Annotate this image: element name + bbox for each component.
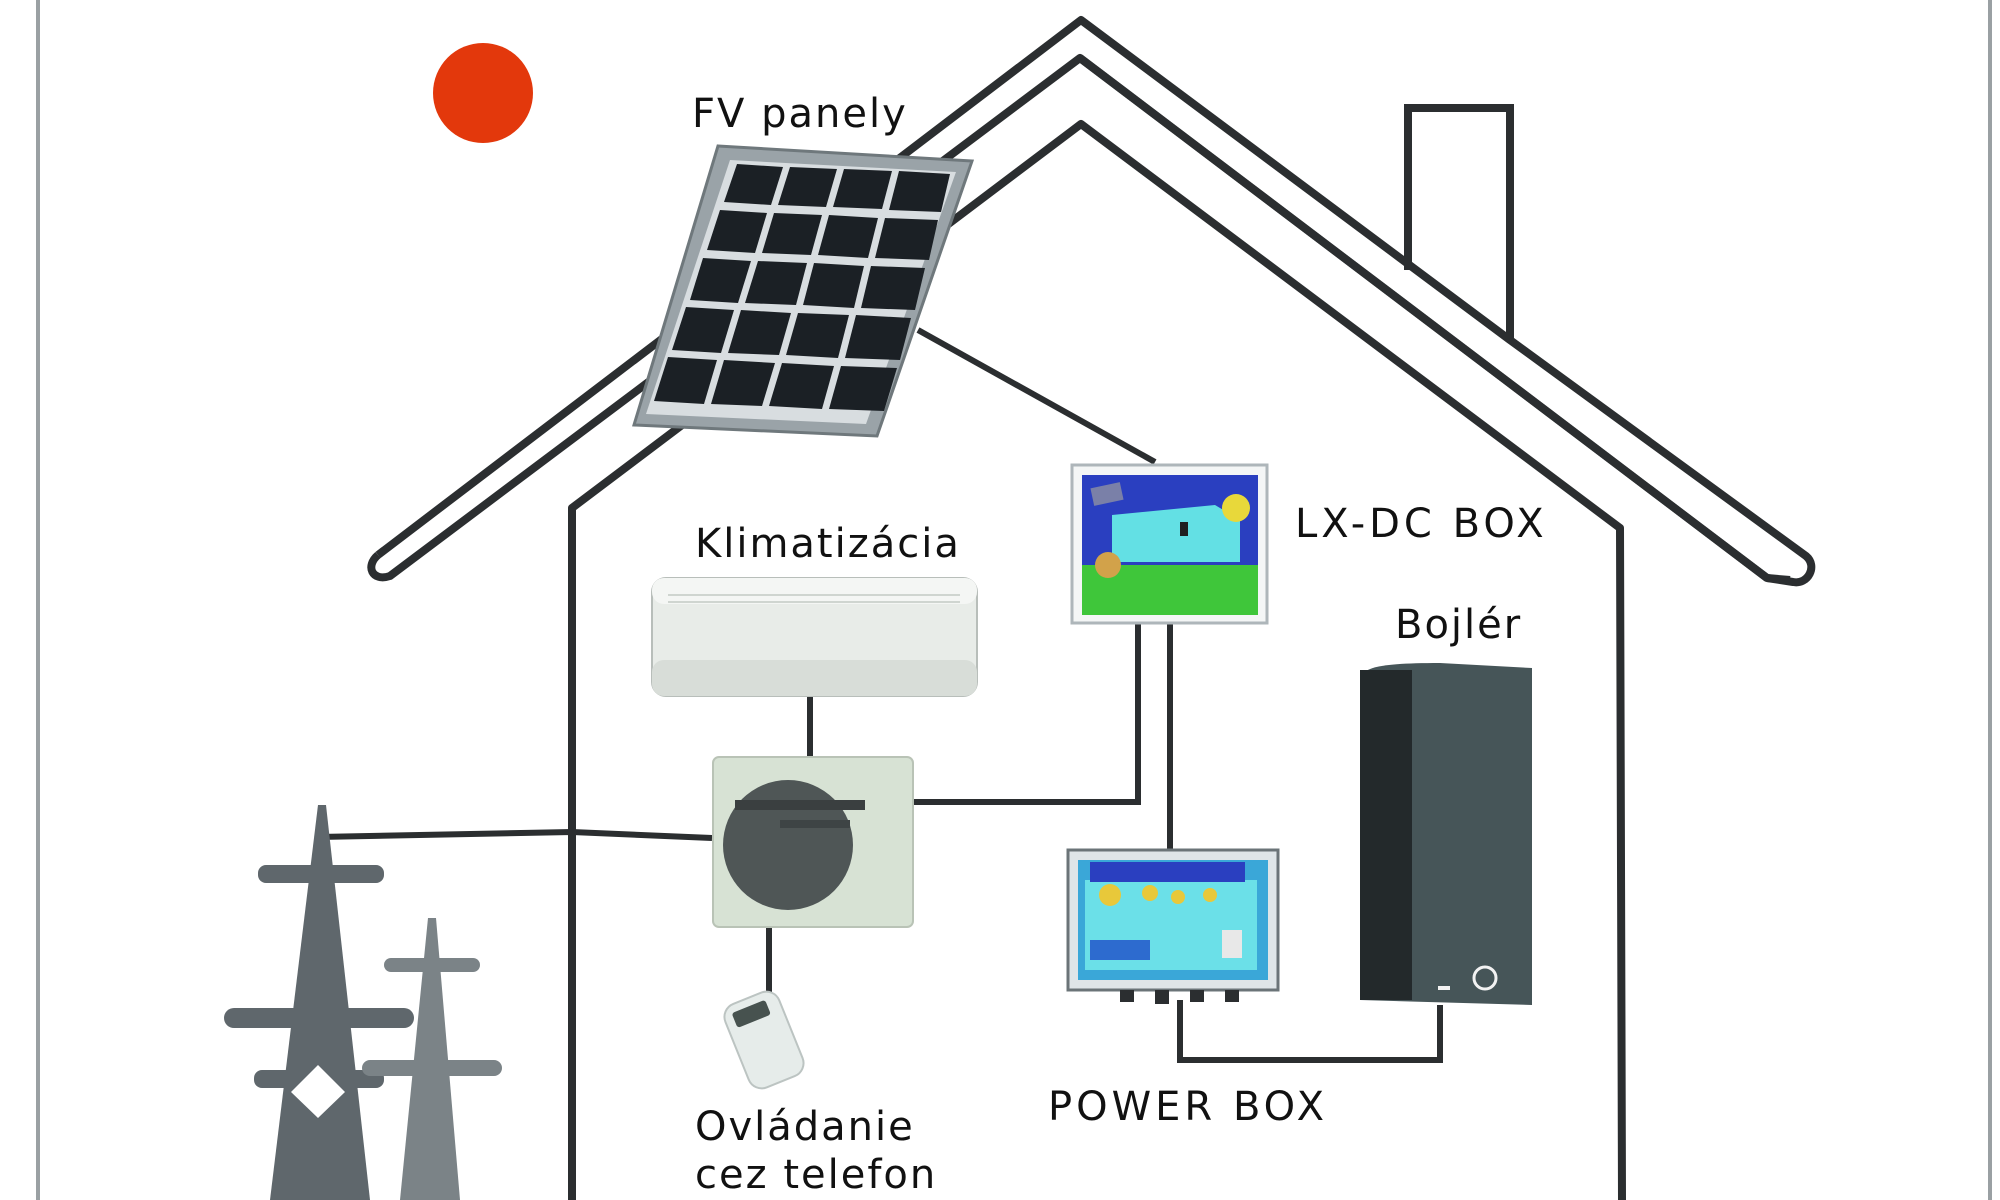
phone-remote-icon (723, 990, 805, 1090)
ac-outdoor-unit (712, 756, 914, 928)
sun-icon (433, 43, 533, 143)
boiler (1360, 663, 1532, 1005)
house-walls (568, 120, 1626, 1200)
power-pylon-icon (224, 805, 502, 1200)
lx-dc-box (1070, 463, 1269, 625)
label-boiler: Bojlér (1395, 602, 1522, 648)
solar-panel (632, 144, 975, 438)
label-fv-panels: FV panely (692, 91, 908, 137)
label-air-conditioning: Klimatizácia (695, 521, 961, 567)
house-roof (367, 16, 1816, 587)
label-phone-control-line2: cez telefon (695, 1152, 937, 1198)
wiring (317, 327, 1443, 1063)
ac-indoor-unit (651, 577, 978, 697)
label-phone-control-line1: Ovládanie (695, 1104, 915, 1150)
label-power-box: POWER BOX (1048, 1084, 1328, 1130)
power-box (1066, 848, 1280, 1004)
label-lx-dc-box: LX-DC BOX (1295, 501, 1548, 547)
